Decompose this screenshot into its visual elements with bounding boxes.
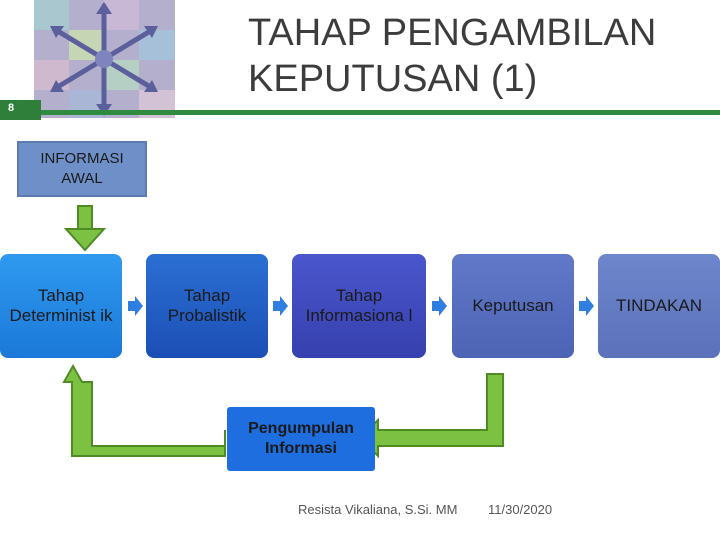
feedback-left-arrow: [62, 363, 226, 457]
stage-tindakan: TINDAKAN: [598, 254, 720, 358]
stage-probalistik: Tahap Probalistik: [146, 254, 268, 358]
pengumpulan-informasi-box: Pengumpulan Informasi: [227, 407, 375, 471]
stage-deterministik: Tahap Determinist ik: [0, 254, 122, 358]
flow-arrow-icon: [128, 296, 594, 316]
slide-title: TAHAP PENGAMBILAN KEPUTUSAN (1): [248, 12, 657, 100]
footer-date: 11/30/2020: [488, 502, 553, 517]
footer-author: Resista Vikaliana, S.Si. MM: [298, 502, 458, 517]
informasi-awal-box: INFORMASI AWAL: [17, 141, 147, 197]
feedback-right-arrow: [358, 373, 504, 459]
down-arrow-icon: [63, 205, 107, 252]
stage-informasional: Tahap Informasiona l: [292, 254, 426, 358]
slide-number-badge: [0, 100, 41, 120]
slide-number: 8: [7, 102, 15, 114]
stage-keputusan: Keputusan: [452, 254, 574, 358]
snowflake-logo-icon: [34, 0, 175, 118]
title-divider: [41, 110, 720, 115]
